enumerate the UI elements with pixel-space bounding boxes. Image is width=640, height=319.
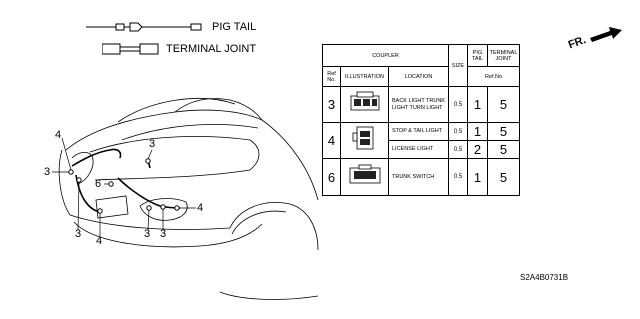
header-coupler: COUPLER — [322, 44, 449, 67]
table-row: 6 TRUNK SWITCH 0.5 1 5 — [322, 158, 520, 196]
coupler-table: COUPLER SIZE PIG TAIL TERMINAL JOINT Ref… — [322, 44, 520, 196]
table-row: 4 STOP & TAIL LIGHT 0.5 1 5 — [322, 122, 520, 159]
header-ref-no-2: Ref.No — [467, 66, 520, 87]
callout-3-trunk: 3 — [149, 138, 156, 150]
pig-tail-icon — [86, 22, 202, 32]
header-illustration: ILLUSTRATION — [340, 66, 389, 87]
header-pig-tail: PIG TAIL — [467, 44, 488, 67]
header-terminal-joint: TERMINAL JOINT — [487, 44, 520, 67]
row-terminal-joint: 5 — [487, 140, 520, 159]
table-row: 3 BACK LIGHT TRUNK LIGHT TURN LIGHT 0.5 … — [322, 86, 520, 123]
row-ref: 3 — [322, 86, 341, 123]
row-location: TRUNK SWITCH — [388, 158, 449, 196]
row-terminal-joint: 5 — [487, 86, 520, 123]
row-size: 0.5 — [448, 122, 468, 141]
table-row: LICENSE LIGHT 0.5 2 5 — [323, 140, 520, 159]
row-location: BACK LIGHT TRUNK LIGHT TURN LIGHT — [388, 86, 449, 123]
callout-4-license: 4 — [96, 235, 103, 247]
row-size: 0.5 — [448, 158, 468, 196]
legend-pig-tail: PIG TAIL — [86, 20, 256, 34]
callout-3-bottom-left: 3 — [75, 228, 82, 240]
front-direction-indicator: FR. — [566, 22, 626, 57]
callout-3-tail-b: 3 — [160, 228, 167, 240]
row-size: 0.5 — [448, 140, 468, 159]
front-label: FR. — [567, 34, 588, 51]
front-arrow-icon — [590, 27, 622, 42]
row-terminal-joint: 5 — [487, 158, 520, 196]
pig-tail-label: PIG TAIL — [212, 21, 257, 33]
header-location: LOCATION — [388, 66, 449, 87]
callout-6: 6 — [95, 178, 102, 190]
row-size: 0.5 — [448, 86, 468, 123]
row-pig-tail: 1 — [467, 122, 488, 141]
terminal-joint-icon — [102, 43, 159, 55]
row-pig-tail: 1 — [467, 158, 488, 196]
callout-4-right: 4 — [197, 202, 204, 214]
connector-3-icon — [350, 91, 379, 111]
legend-terminal-joint: TERMINAL JOINT — [102, 42, 256, 56]
coupler-illustration — [340, 86, 389, 123]
callout-4-left: 4 — [55, 129, 62, 141]
row-location: LICENSE LIGHT — [388, 140, 449, 159]
row-terminal-joint: 5 — [487, 122, 520, 141]
vehicle-rear-diagram — [52, 98, 319, 300]
coupler-illustration — [340, 122, 389, 159]
row-location: STOP & TAIL LIGHT — [388, 122, 449, 141]
callout-3-tail-a: 3 — [144, 228, 151, 240]
row-ref: 6 — [322, 158, 341, 196]
connector-6-icon — [349, 164, 380, 183]
terminal-joint-label: TERMINAL JOINT — [166, 43, 257, 55]
connector-4-icon — [352, 126, 373, 150]
drawing-code: S2A4B0731B — [520, 273, 569, 282]
header-ref-no: Ref No. — [322, 66, 341, 87]
row-pig-tail: 2 — [467, 140, 488, 159]
header-size: SIZE — [448, 44, 468, 87]
callout-3-left: 3 — [44, 166, 51, 178]
row-pig-tail: 1 — [467, 86, 488, 123]
row-ref: 4 — [322, 122, 341, 159]
coupler-illustration — [340, 158, 389, 196]
